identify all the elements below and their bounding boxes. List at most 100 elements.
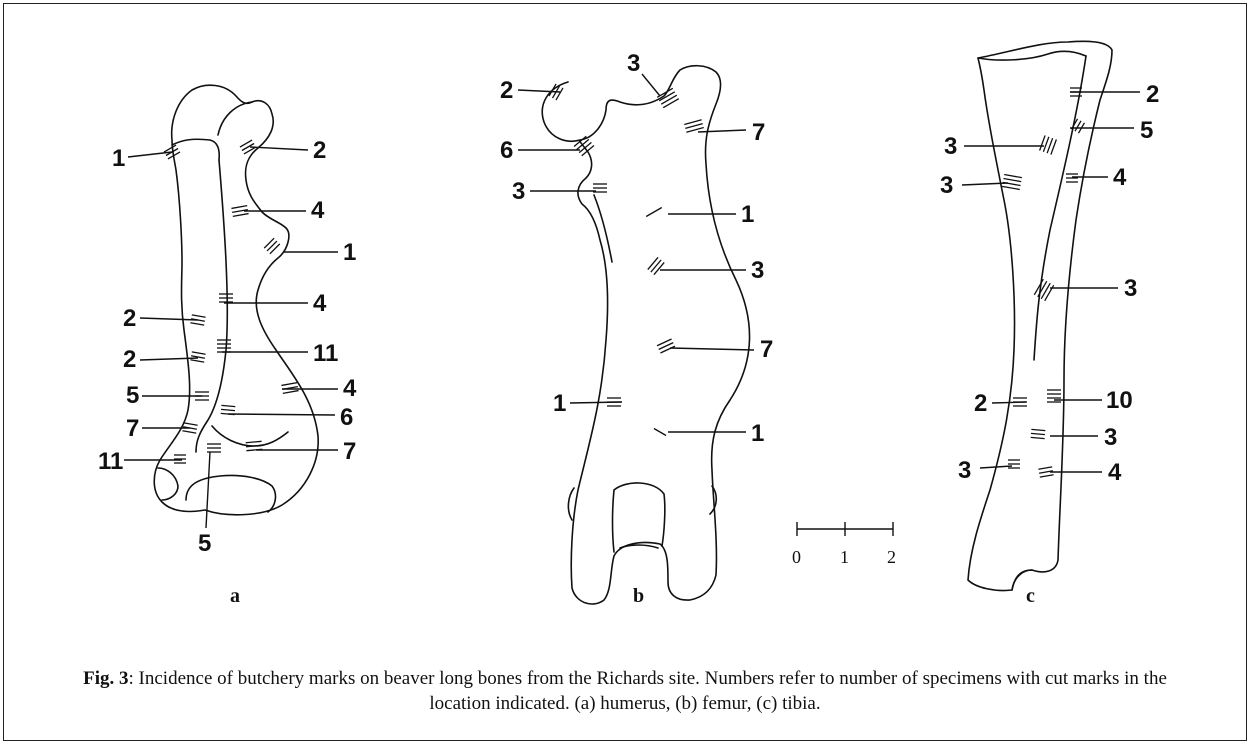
- cut-mark: [576, 138, 590, 151]
- cut-mark: [645, 206, 663, 218]
- cut-mark: [1038, 466, 1053, 470]
- count-label-a-11: 6: [340, 404, 353, 431]
- cut-mark: [243, 146, 257, 155]
- humerus-outline: [153, 84, 319, 516]
- cut-mark: [1031, 428, 1046, 432]
- count-label-a-6: 2: [123, 305, 136, 332]
- cut-mark: [281, 382, 298, 387]
- tibia-crest: [1033, 55, 1087, 361]
- scale-label-1: 1: [840, 547, 849, 567]
- cut-mark: [1004, 173, 1023, 179]
- count-label-b-10: 1: [751, 420, 764, 447]
- cut-mark: [555, 87, 564, 101]
- cut-mark: [190, 355, 206, 359]
- panel-label-c: c: [1026, 585, 1035, 607]
- cut-marks: [163, 83, 1086, 478]
- cut-mark: [232, 212, 249, 217]
- femur-condyle-notch: [611, 482, 666, 553]
- cut-mark: [658, 91, 676, 102]
- count-label-c-7: 2: [974, 390, 987, 417]
- leader-line: [517, 89, 561, 93]
- count-label-a-12: 7: [126, 415, 139, 442]
- cut-mark: [662, 98, 680, 109]
- cut-mark: [1040, 282, 1051, 300]
- humerus-tuberosity: [217, 101, 253, 136]
- cut-mark: [1046, 137, 1054, 154]
- humerus-condyle-right: [185, 474, 277, 513]
- cut-mark: [653, 262, 665, 276]
- count-label-a-1: 1: [112, 145, 125, 172]
- femur-epicondyle-left: [567, 487, 575, 521]
- count-label-a-4: 1: [343, 239, 356, 266]
- cut-mark: [548, 83, 557, 97]
- cut-mark: [1030, 432, 1046, 436]
- leader-line: [669, 347, 755, 351]
- humerus-crest: [195, 159, 229, 453]
- caption-figure-number: Fig. 3: [83, 668, 129, 689]
- count-label-a-13: 7: [343, 438, 356, 465]
- count-label-a-5: 4: [313, 290, 327, 317]
- cut-mark: [647, 256, 659, 270]
- cut-mark: [573, 135, 587, 148]
- cut-mark: [660, 94, 678, 105]
- count-label-c-5: 4: [1113, 164, 1127, 191]
- cut-mark: [1042, 136, 1050, 153]
- panel-label-b: b: [633, 585, 644, 607]
- cut-mark: [190, 322, 205, 326]
- cut-mark: [578, 141, 592, 154]
- leader-line: [991, 401, 1027, 404]
- cut-mark: [191, 351, 206, 355]
- count-label-b-6: 1: [741, 201, 754, 228]
- femur-neck-line: [593, 194, 613, 263]
- cut-mark: [231, 205, 248, 210]
- count-label-a-2: 2: [313, 137, 326, 164]
- count-label-c-4: 3: [940, 172, 953, 199]
- leader-lines: [124, 73, 1140, 529]
- cut-mark: [263, 237, 275, 249]
- count-label-b-1: 2: [500, 77, 513, 104]
- humerus-head-line: [171, 138, 221, 161]
- tibia-plateau-line: [977, 50, 1087, 61]
- leader-line: [641, 73, 661, 97]
- count-label-b-5: 3: [512, 178, 525, 205]
- leader-line: [697, 129, 747, 133]
- cut-mark: [1030, 436, 1045, 440]
- count-label-c-10: 3: [958, 457, 971, 484]
- leader-line: [139, 317, 199, 321]
- count-label-c-8: 10: [1106, 387, 1133, 414]
- panel-label-a: a: [230, 585, 240, 607]
- leader-line: [979, 465, 1013, 469]
- count-label-a-3: 4: [311, 197, 325, 224]
- count-label-b-4: 6: [500, 137, 513, 164]
- cut-mark: [1037, 280, 1048, 298]
- femur-drawing: [541, 64, 751, 605]
- tibia-drawing: [967, 40, 1113, 592]
- scale-label-2: 2: [887, 547, 896, 567]
- cut-mark: [1074, 120, 1082, 132]
- count-label-a-7: 11: [313, 340, 338, 367]
- cut-mark: [163, 144, 177, 153]
- cut-mark: [221, 404, 236, 408]
- count-label-c-11: 4: [1108, 459, 1122, 486]
- count-label-b-3: 7: [752, 119, 765, 146]
- leader-line: [961, 182, 1009, 186]
- cut-mark: [191, 314, 206, 318]
- count-label-b-8: 7: [760, 336, 773, 363]
- humerus-condyle-left: [157, 467, 179, 501]
- cut-mark: [656, 338, 672, 347]
- cut-mark: [1038, 470, 1054, 474]
- cut-mark: [183, 422, 198, 426]
- cut-mark: [167, 151, 181, 160]
- cut-mark: [220, 408, 236, 412]
- count-label-a-10: 5: [126, 382, 139, 409]
- count-label-a-14: 11: [98, 448, 123, 475]
- count-label-a-15: 5: [198, 530, 211, 557]
- cut-mark: [1050, 139, 1057, 155]
- femur-epicondyle-right: [709, 485, 718, 515]
- leader-line: [227, 413, 336, 416]
- count-label-a-8: 2: [123, 346, 136, 373]
- count-label-b-9: 1: [553, 390, 566, 417]
- figure-caption: Fig. 3: Incidence of butchery marks on b…: [80, 666, 1170, 716]
- cut-mark: [241, 142, 255, 152]
- cut-mark: [239, 139, 253, 148]
